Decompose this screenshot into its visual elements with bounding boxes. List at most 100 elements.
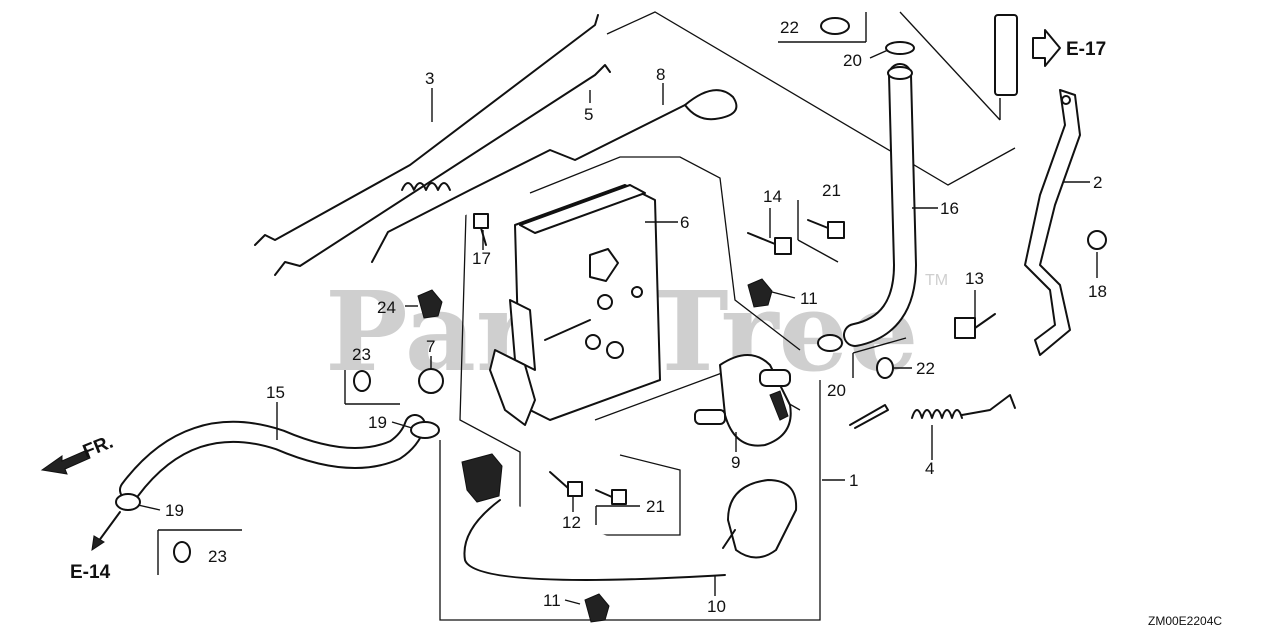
callout-5[interactable]: 5 (584, 105, 593, 124)
bracket-hole (589, 248, 619, 282)
tube-16-end (887, 66, 913, 80)
arrow-e14-line (97, 511, 121, 543)
bracket-foot (489, 349, 536, 426)
filter-e17 (994, 14, 1018, 96)
frame-inner (529, 156, 801, 351)
spring-4-hook-right (961, 394, 1016, 416)
nut-18 (1087, 230, 1107, 250)
ref-e14[interactable]: E-14 (70, 562, 111, 583)
callout-21b[interactable]: 21 (646, 497, 665, 516)
callout-11b[interactable]: 11 (543, 591, 561, 610)
frame-right-diag (899, 11, 1001, 121)
spring-4-hook-left (849, 404, 889, 429)
harness-connector (461, 453, 503, 503)
callout-10[interactable]: 10 (707, 597, 726, 616)
bolt-12-shank (549, 471, 569, 489)
bolt-21-head (827, 221, 845, 239)
bolt-21-shank (807, 219, 829, 229)
tube-15-inner (121, 416, 424, 499)
leader-20b-d (852, 337, 907, 354)
bracket-slot (544, 319, 591, 341)
callout-17[interactable]: 17 (472, 249, 491, 268)
clip-22-right (876, 357, 894, 379)
valve-lever (769, 390, 789, 421)
bolt-13-head (954, 317, 976, 339)
bolt-12-head (567, 481, 583, 497)
strainer-tab (722, 529, 736, 549)
callout-23b[interactable]: 23 (208, 547, 227, 566)
callout-21a[interactable]: 21 (822, 181, 841, 200)
clamp-20-right (817, 334, 843, 352)
arrow-e17-icon (1032, 29, 1061, 67)
clamp-19-mid (410, 421, 440, 439)
callout-14[interactable]: 14 (763, 187, 782, 206)
arm-hole (1061, 95, 1071, 105)
bracket-tab (509, 299, 536, 371)
bracket-hole-4 (606, 341, 624, 359)
clamp-20-top (885, 41, 915, 55)
callout-24[interactable]: 24 (377, 298, 396, 317)
callout-9[interactable]: 9 (731, 453, 740, 472)
spring-4-coil (911, 409, 963, 419)
callout-19b[interactable]: 19 (165, 501, 184, 520)
bracket-hole-5 (631, 286, 643, 298)
callout-20b[interactable]: 20 (827, 381, 846, 400)
callout-19a[interactable]: 19 (368, 413, 387, 432)
callout-22a[interactable]: 22 (780, 18, 799, 37)
rod-5 (274, 64, 611, 276)
drawing-code: ZM00E2204C (1148, 614, 1222, 628)
callout-13[interactable]: 13 (965, 269, 984, 288)
part-8-rod (371, 89, 738, 263)
harness-wire (463, 499, 726, 581)
callout-4[interactable]: 4 (925, 459, 934, 478)
part-9-valve (694, 354, 792, 447)
bolt-13-shank (974, 313, 996, 329)
rod-8-loop (684, 89, 738, 121)
front-label: FR. (80, 432, 116, 463)
reference-arrows: E-17 E-14 FR. (40, 29, 1106, 583)
hardware (115, 14, 1107, 623)
tube-16-inner (845, 65, 916, 345)
arm-body (1024, 89, 1081, 356)
part-5-rod (274, 64, 611, 276)
clamp-19-left (115, 493, 141, 511)
rod-8 (371, 104, 686, 263)
part-3-rod (254, 14, 599, 246)
callout-11a[interactable]: 11 (800, 289, 818, 308)
rod-3 (254, 14, 599, 246)
leader-11b (564, 599, 581, 605)
callout-12[interactable]: 12 (562, 513, 581, 532)
bolt-21b-shank (595, 489, 613, 498)
callout-15[interactable]: 15 (266, 383, 285, 402)
callout-7[interactable]: 7 (426, 337, 435, 356)
callout-6[interactable]: 6 (680, 213, 689, 232)
grommet-7 (418, 368, 444, 394)
valve-outlet (759, 369, 791, 387)
callout-1[interactable]: 1 (849, 471, 858, 490)
clip-23-bottom (173, 541, 191, 563)
bolt-17-head (473, 213, 489, 229)
strainer-cap (727, 479, 798, 559)
callout-3[interactable]: 3 (425, 69, 434, 88)
callout-8[interactable]: 8 (656, 65, 665, 84)
callout-2[interactable]: 2 (1093, 173, 1102, 192)
clip-11-top (747, 278, 773, 308)
callout-23a[interactable]: 23 (352, 345, 371, 364)
callout-16[interactable]: 16 (940, 199, 959, 218)
arrow-e14-icon (91, 535, 105, 552)
clip-24 (417, 289, 443, 319)
callout-18[interactable]: 18 (1088, 282, 1107, 301)
callout-20a[interactable]: 20 (843, 51, 862, 70)
bolt-21b-head (611, 489, 627, 505)
leader-20a (869, 49, 889, 59)
front-arrow-icon (40, 449, 91, 475)
part-6-bracket (489, 184, 661, 426)
callout-22b[interactable]: 22 (916, 359, 935, 378)
bolt-14-head (774, 237, 792, 255)
frame-top (606, 11, 1016, 186)
ref-e17[interactable]: E-17 (1066, 39, 1106, 60)
frame-bottom (439, 380, 821, 621)
bolt-14-shank (747, 232, 776, 245)
part-4-spring (849, 394, 1016, 429)
